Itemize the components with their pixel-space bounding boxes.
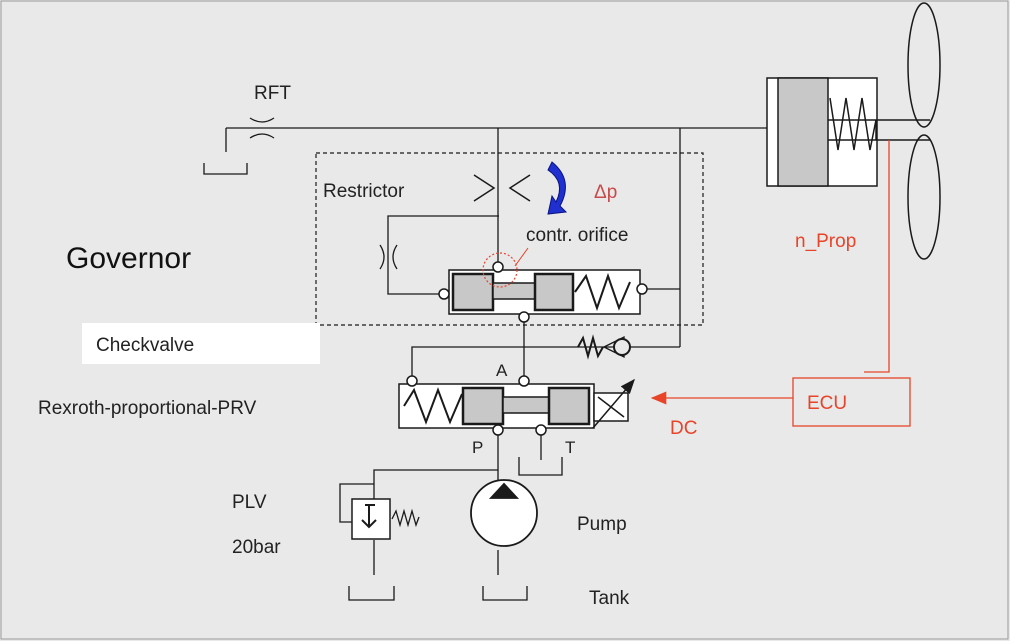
checkvalve-label-box: [82, 323, 320, 364]
orifice-pointer-line: [514, 247, 529, 267]
pump-label: Pump: [577, 514, 627, 535]
tank-label: Tank: [589, 588, 630, 609]
ecu-signal-lines: [650, 140, 890, 405]
proportional-prv-valve: [398, 375, 635, 436]
orifice-highlight-circle: [482, 252, 518, 288]
ecu-label: ECU: [807, 393, 847, 414]
port-p-label: P: [472, 438, 483, 457]
orifice-label: contr. orifice: [526, 225, 628, 246]
delta-p-label: Δp: [594, 182, 617, 203]
restrictor-label: Restrictor: [323, 181, 405, 202]
n-prop-label: n_Prop: [795, 231, 856, 252]
bottom-tanks: [348, 586, 528, 601]
prv-label: Rexroth-proportional-PRV: [38, 398, 257, 419]
propeller-blades: [907, 2, 941, 260]
t-port-tank: [518, 435, 563, 476]
delta-p-rotation-arrow-icon: [547, 161, 568, 215]
port-a-label: A: [496, 361, 508, 380]
orifice-spool-valve: [438, 261, 648, 323]
restrictor-box: [315, 152, 704, 326]
checkvalve-label: Checkvalve: [96, 335, 194, 356]
pump-symbol: [470, 479, 538, 547]
main-line-rft: [203, 117, 767, 175]
plv-label: PLV: [232, 492, 267, 513]
restrictor-orifice-symbol: [473, 174, 531, 202]
port-t-label: T: [565, 438, 575, 457]
rft-label: RFT: [254, 83, 291, 104]
governor-title: Governor: [66, 242, 191, 275]
ecu-box: [792, 377, 911, 427]
dc-label: DC: [670, 418, 697, 439]
propeller-hub-cylinder: [766, 77, 930, 187]
plv-valve-symbol: [351, 498, 420, 540]
plv-pressure-label: 20bar: [232, 537, 281, 558]
